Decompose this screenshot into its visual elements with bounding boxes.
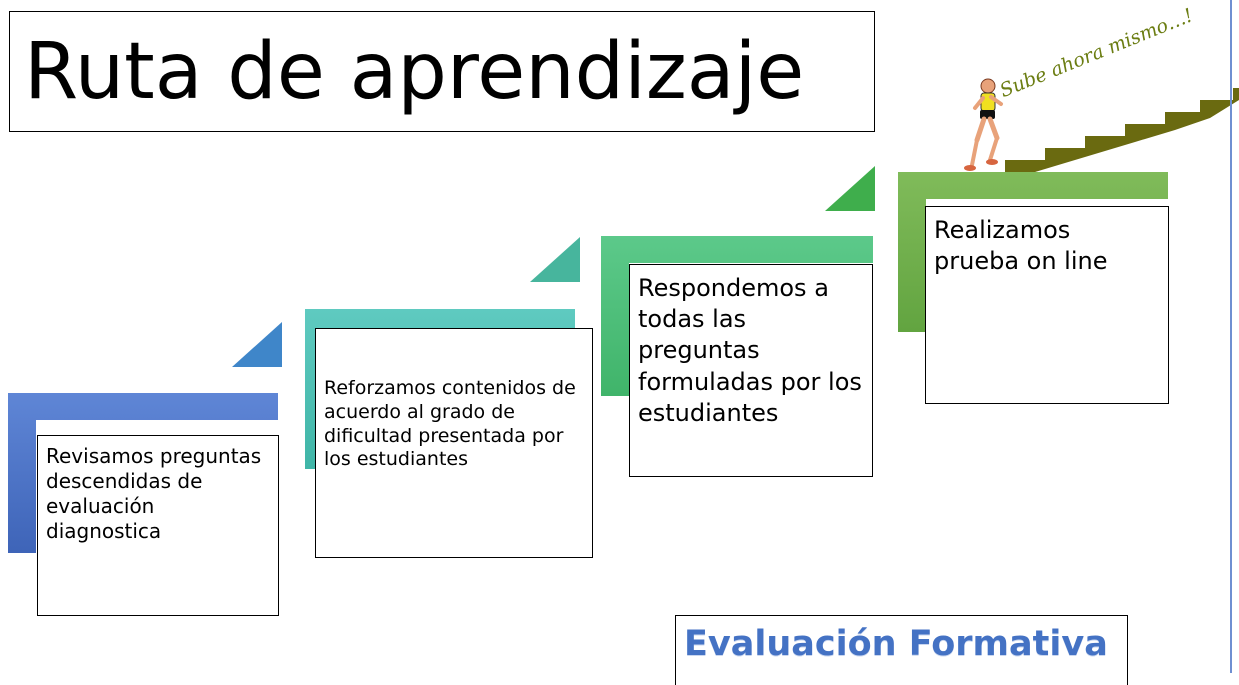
step-2-text: Reforzamos contenidos de acuerdo al grad… bbox=[324, 377, 576, 471]
step-1-arrow-triangle bbox=[232, 322, 282, 367]
step-3-arrow-triangle bbox=[825, 166, 875, 211]
bottom-title-box: Evaluación Formativa bbox=[675, 615, 1128, 685]
step-3-shape bbox=[601, 236, 873, 396]
step-1-shape bbox=[8, 393, 278, 553]
step-1-text: Revisamos preguntas descendidas de evalu… bbox=[46, 444, 262, 543]
runner-icon bbox=[964, 78, 1003, 171]
page-title: Ruta de aprendizaje bbox=[24, 27, 805, 117]
step-4-text: Realizamos prueba on line bbox=[934, 216, 1108, 276]
step-1-box: Revisamos preguntas descendidas de evalu… bbox=[37, 435, 279, 616]
step-2-box: Reforzamos contenidos de acuerdo al grad… bbox=[315, 328, 593, 558]
step-4-box: Realizamos prueba on line bbox=[925, 206, 1169, 404]
step-2-arrow-triangle bbox=[530, 237, 580, 282]
staircase-illustration bbox=[963, 78, 1239, 178]
bottom-title: Evaluación Formativa bbox=[684, 624, 1108, 664]
right-edge-rail bbox=[1230, 0, 1232, 673]
step-3-box: Respondemos a todas las preguntas formul… bbox=[629, 264, 873, 477]
title-box: Ruta de aprendizaje bbox=[9, 11, 875, 132]
step-3-text: Respondemos a todas las preguntas formul… bbox=[638, 274, 862, 427]
